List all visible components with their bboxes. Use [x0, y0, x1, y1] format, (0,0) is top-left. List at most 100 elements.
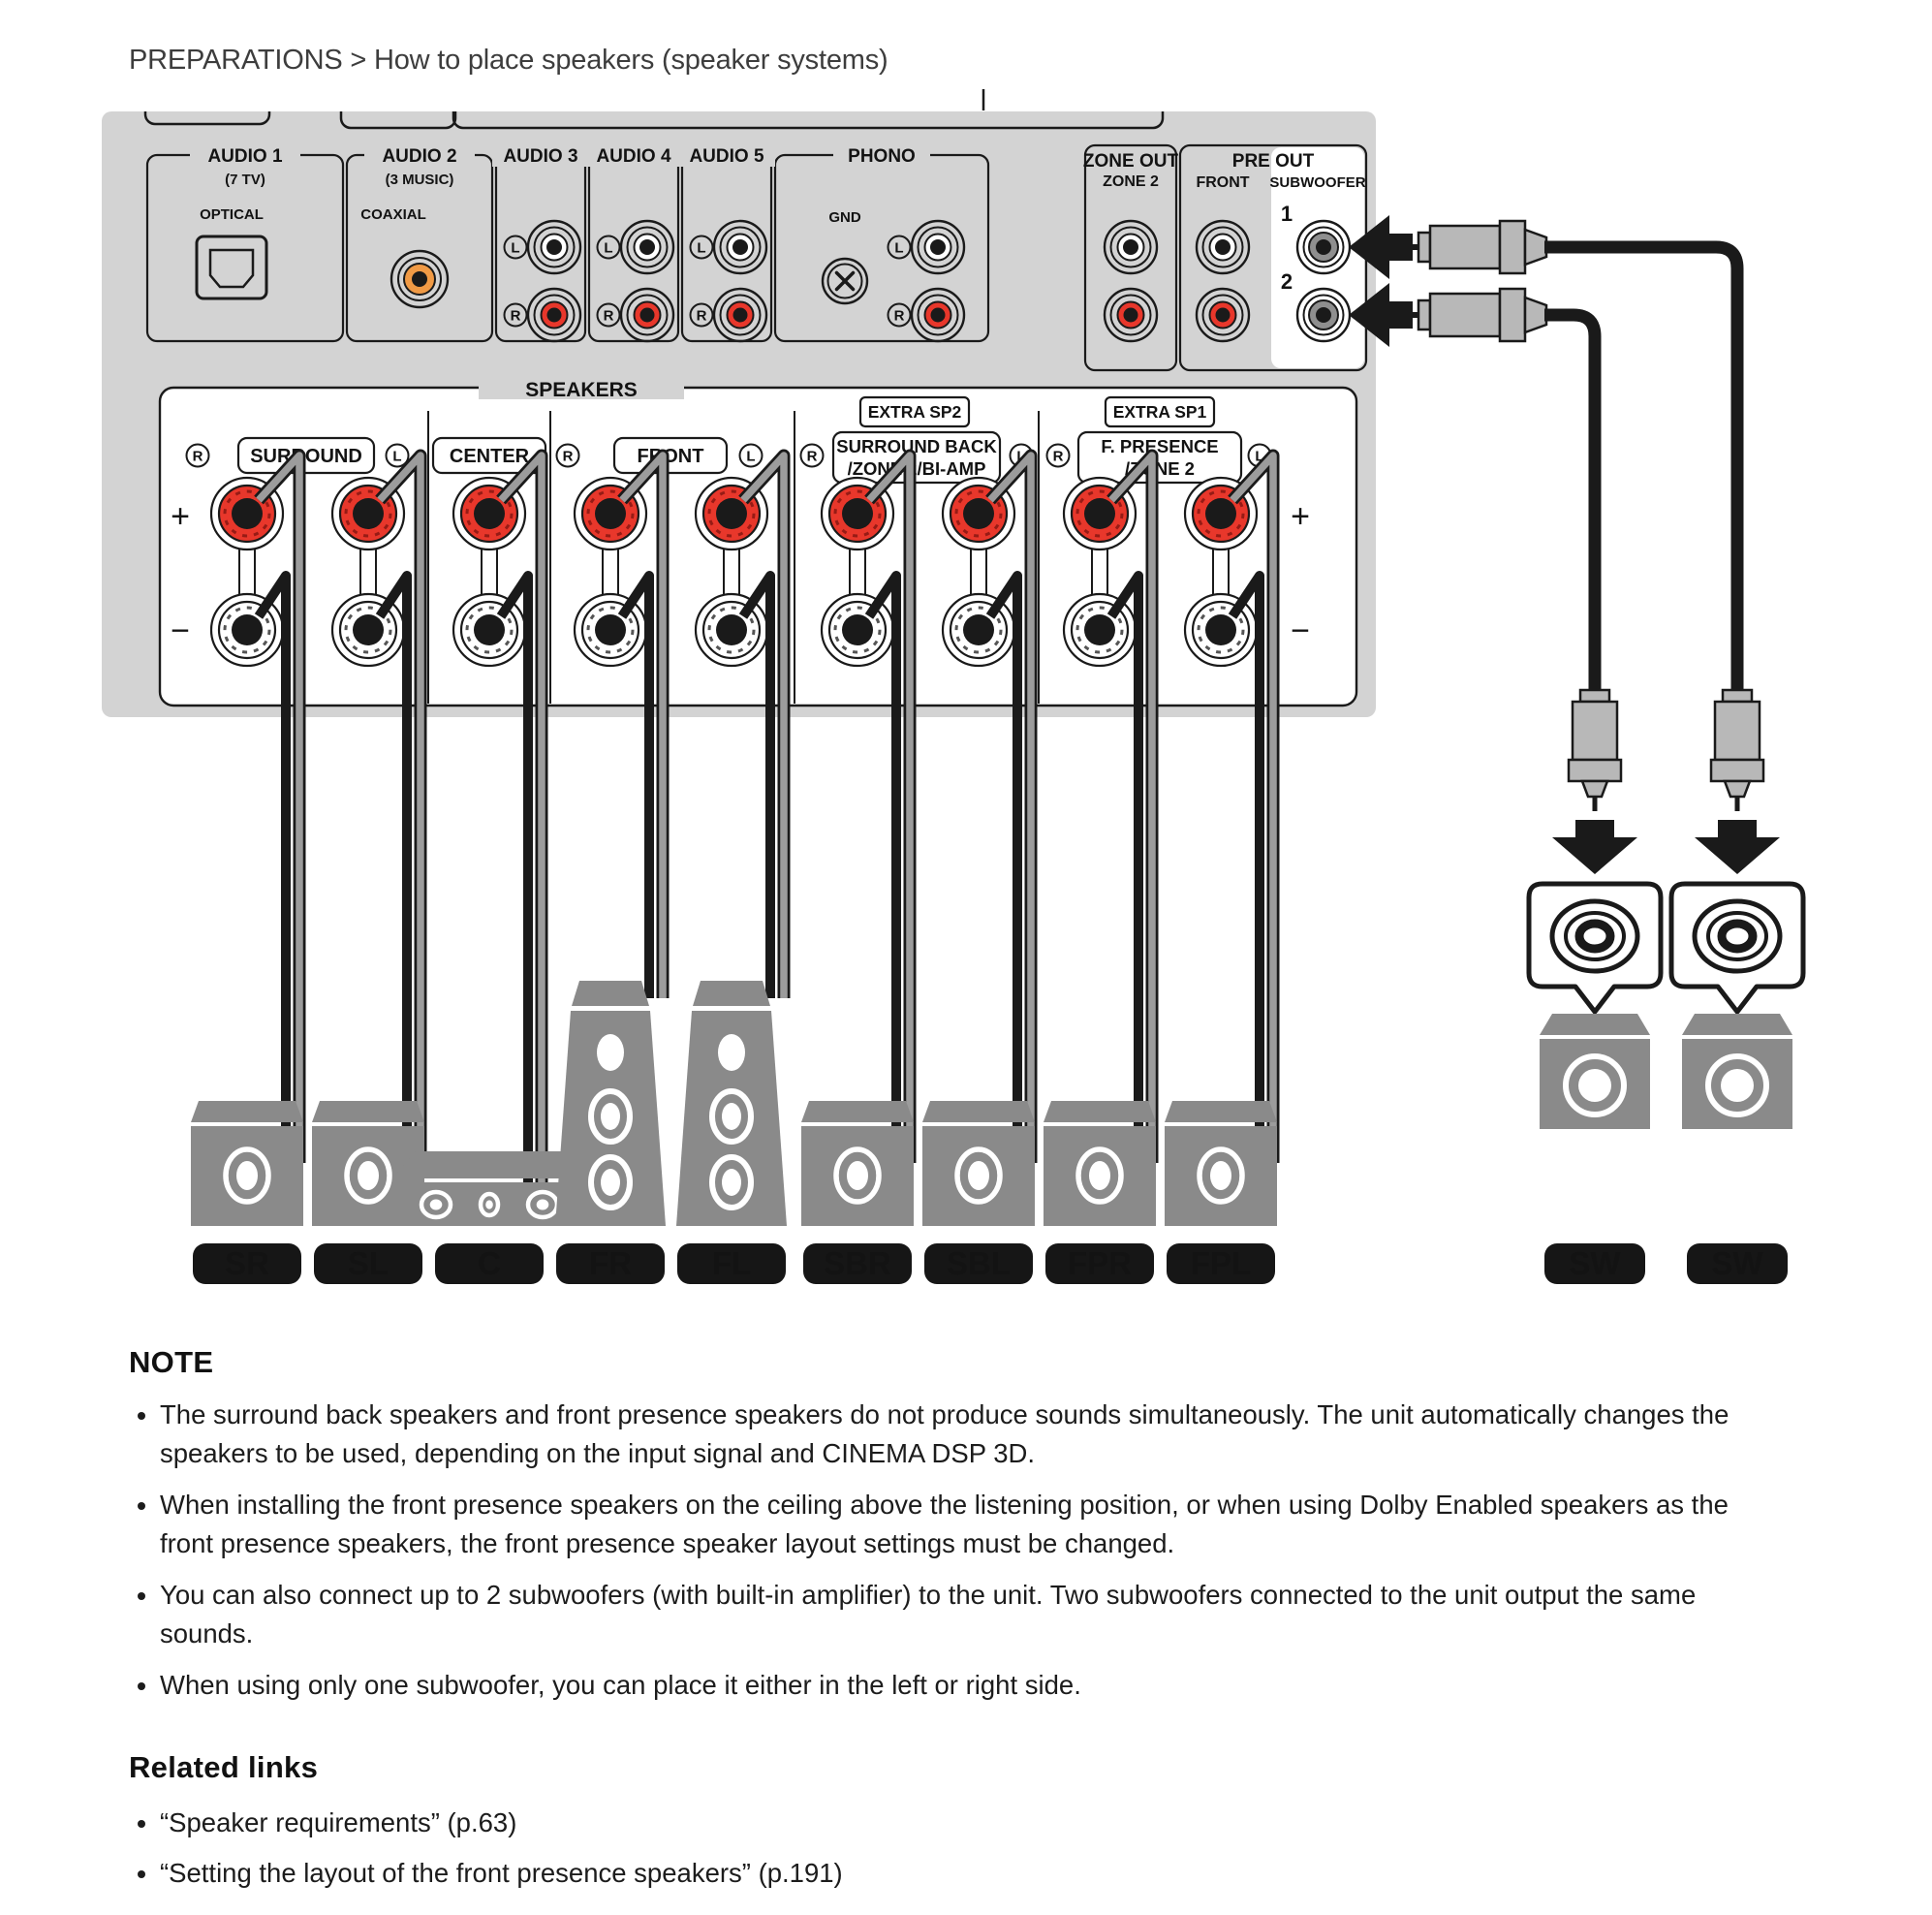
speakers-title: SPEAKERS [525, 379, 638, 401]
svg-text:R: R [193, 449, 203, 465]
label-backgrounds [190, 145, 930, 167]
rca-jack-red [1195, 287, 1251, 343]
speaker-cable-gray [866, 452, 914, 1163]
subwoofer-speaker [1682, 1014, 1792, 1129]
speaker-pill-sbr: SBR [803, 1243, 912, 1284]
arrow-down-icon [1552, 820, 1637, 874]
speaker-sr [191, 1101, 303, 1226]
rca-jack-gray [1295, 287, 1352, 343]
speaker-column-c: C [392, 449, 586, 1284]
zone-out-box [1083, 143, 1178, 372]
svg-text:L: L [697, 240, 705, 257]
svg-text:R: R [1053, 449, 1064, 465]
speaker-sbr [801, 1101, 914, 1226]
channel-marker-r: R [1045, 443, 1071, 468]
channel-marker-l: L [689, 235, 714, 260]
subwoofer-jack1-number: 1 [1281, 202, 1293, 226]
svg-text:R: R [511, 308, 521, 325]
speaker-pill-sbl: SBL [924, 1243, 1033, 1284]
speaker-fpl [1165, 1101, 1277, 1226]
minus-left: − [171, 612, 190, 649]
f-presence-label-1: F. PRESENCE [1101, 436, 1218, 456]
related-links-section: Related links “Speaker requirements” (p.… [129, 1750, 1768, 1901]
rca-plug-horizontal [1405, 219, 1548, 275]
plus-right: + [1291, 498, 1310, 535]
subwoofer-label: SUBWOOFER [1269, 174, 1365, 191]
svg-text:L: L [511, 240, 519, 257]
svg-text:SL: SL [348, 1245, 389, 1281]
related-link[interactable]: “Setting the layout of the front presenc… [160, 1851, 1768, 1896]
svg-text:R: R [563, 449, 574, 465]
gnd-label: GND [828, 209, 861, 226]
phono-label: PHONO [848, 146, 916, 167]
note-item: The surround back speakers and front pre… [160, 1396, 1768, 1473]
surround-back-label-2: /ZONE 2/BI-AMP [848, 458, 986, 479]
speaker-cable-gray [740, 452, 788, 998]
speaker-column-fl: FL [676, 449, 791, 1284]
speaker-cable-black [1106, 571, 1143, 1163]
speaker-column-fr: FR [555, 449, 670, 1284]
plus-left: + [171, 498, 190, 535]
channel-marker-l: L [738, 443, 763, 468]
rca-jack-red [712, 287, 768, 343]
rca-jack-white [526, 219, 582, 275]
pre-out-label: PRE OUT [1232, 151, 1315, 172]
breadcrumb[interactable]: PREPARATIONS > How to place speakers (sp… [129, 45, 888, 76]
speaker-sbl [922, 1101, 1035, 1226]
speaker-cable-black [496, 571, 533, 1192]
speaker-pill-fpr: FPR [1045, 1243, 1154, 1284]
speaker-cable-black [1228, 571, 1264, 1163]
speaker-fr [555, 981, 666, 1226]
note-item: You can also connect up to 2 subwoofers … [160, 1576, 1768, 1653]
channel-marker-r: R [185, 443, 210, 468]
connection-diagram: AUDIO 1 (7 TV) OPTICAL AUDIO 2 (3 MUSIC)… [102, 89, 1806, 1284]
speaker-cable-black [617, 571, 654, 998]
speaker-column-sl: SL [312, 449, 427, 1284]
svg-text:C: C [478, 1245, 501, 1281]
speaker-pill-c: C [435, 1243, 544, 1284]
rca-plug-horizontal [1405, 287, 1548, 343]
coaxial-label: COAXIAL [360, 206, 426, 223]
note-section: NOTE The surround back speakers and fron… [129, 1345, 1768, 1717]
rca-jack-red [1103, 287, 1159, 343]
speaker-pill-fr: FR [556, 1243, 665, 1284]
channel-marker-r: R [799, 443, 825, 468]
speaker-fl [676, 981, 787, 1226]
svg-text:R: R [604, 308, 614, 325]
rca-jack-white [712, 219, 768, 275]
speaker-cable-black [738, 571, 775, 998]
speaker-column-sr: SR [191, 449, 306, 1284]
audio2-sub: (3 MUSIC) [386, 172, 454, 188]
front-preout-label: FRONT [1196, 174, 1249, 191]
rca-jack-white [619, 219, 675, 275]
channel-marker-r: R [689, 302, 714, 328]
rca-plug-vertical [1567, 688, 1623, 811]
speaker-cable-gray [619, 452, 667, 998]
center-group-label: CENTER [450, 446, 530, 467]
arrow-left-icon [1349, 215, 1413, 279]
rca-jack-red [619, 287, 675, 343]
svg-text:R: R [807, 449, 818, 465]
subwoofer-cable [1544, 240, 1744, 692]
rca-jack-white [1195, 219, 1251, 275]
speaker-pill-sr: SR [193, 1243, 301, 1284]
svg-text:SW: SW [1569, 1245, 1621, 1281]
speaker-cable-gray [377, 452, 424, 1163]
optical-jack [195, 235, 268, 300]
speaker-pill-sl: SL [314, 1243, 422, 1284]
related-link[interactable]: “Speaker requirements” (p.63) [160, 1801, 1768, 1845]
speaker-cable-black [254, 571, 291, 1163]
panel-top-tabs [143, 111, 1165, 130]
zone-out-label: ZONE OUT [1083, 151, 1179, 172]
speaker-pill-fl: FL [677, 1243, 786, 1284]
channel-marker-l: L [596, 235, 621, 260]
speaker-column-sbl: SBL [922, 449, 1038, 1284]
svg-text:R: R [697, 308, 707, 325]
speaker-cable-black [864, 571, 901, 1163]
speaker-fpr [1044, 1101, 1156, 1226]
subwoofer-pill: SW [1544, 1243, 1645, 1284]
speakers-title-bg [479, 378, 684, 399]
related-links-list: “Speaker requirements” (p.63) “Setting t… [129, 1801, 1768, 1896]
speaker-column-sbr: SBR [801, 449, 917, 1284]
svg-text:SW: SW [1711, 1245, 1763, 1281]
